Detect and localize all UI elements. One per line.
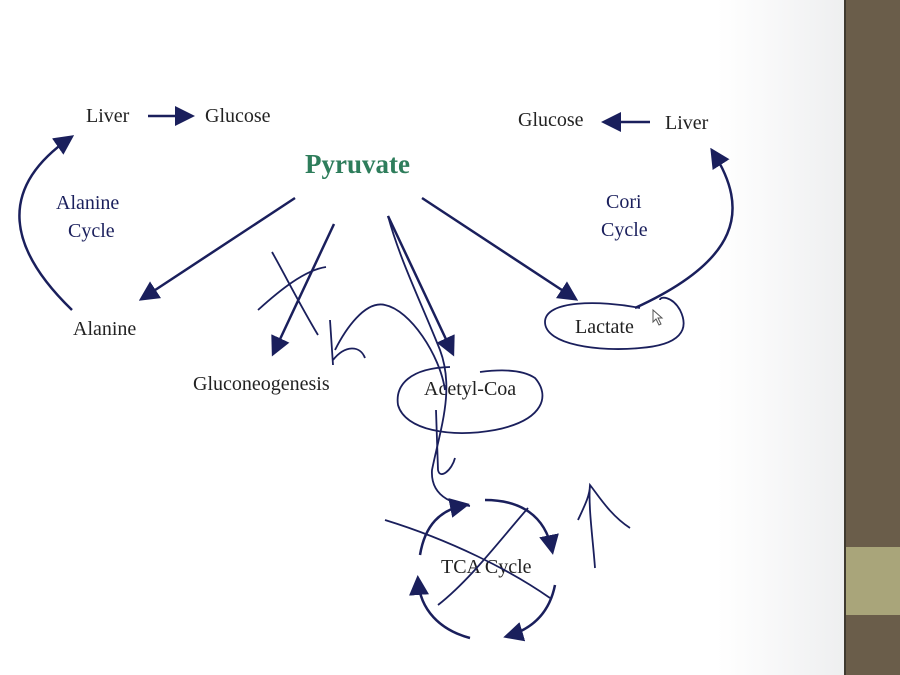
glucose-left-label: Glucose (205, 105, 271, 127)
slide-title: Pyruvate (305, 149, 410, 179)
slide-theme-sidebar (844, 0, 900, 675)
up-arrow-annotation (577, 482, 631, 569)
arrow-pyruvate-to-gluconeogenesis (271, 223, 336, 357)
alanine-label: Alanine (73, 318, 137, 340)
acetyl-coa-circle (396, 366, 544, 434)
sidebar-accent-band (846, 547, 900, 615)
handwritten-annotations (257, 215, 685, 606)
lactate-label: Lactate (575, 316, 634, 338)
liver-right-label: Liver (665, 112, 709, 134)
liver-left-label: Liver (86, 105, 130, 127)
gluconeogenesis-label: Gluconeogenesis (193, 373, 330, 395)
cori-cycle-label-2: Cycle (601, 219, 648, 241)
tca-arc-top-right (484, 498, 559, 555)
arrow-lactate-to-liver (634, 147, 734, 310)
gluconeogenesis-cross (257, 251, 327, 336)
tca-cross (384, 507, 551, 606)
glucose-right-label: Glucose (518, 109, 584, 131)
slide-canvas: Liver Glucose Pyruvate Alanine Cycle Glu… (0, 0, 844, 675)
mouse-cursor-icon (652, 308, 664, 326)
arrow-pyruvate-to-alanine (138, 196, 296, 301)
arrow-alanine-to-liver (18, 135, 75, 311)
acetyl-down-stroke-2 (435, 409, 456, 475)
alanine-cycle-label-1: Alanine (56, 192, 120, 214)
tca-arc-bottom-left (409, 575, 471, 640)
arrow-pyruvate-to-acetyl-coa (386, 215, 455, 357)
diagram-arrows (18, 106, 734, 642)
squiggle-stroke (329, 303, 446, 391)
acetyl-down-stroke (387, 215, 471, 507)
alanine-cycle-label-2: Cycle (68, 220, 115, 242)
arrow-pyruvate-to-lactate (421, 196, 579, 301)
lactate-circle (544, 296, 685, 350)
tca-arc-bottom-right (503, 584, 557, 642)
tca-arc-top-left (418, 498, 470, 556)
cori-cycle-label-1: Cori (606, 191, 642, 213)
